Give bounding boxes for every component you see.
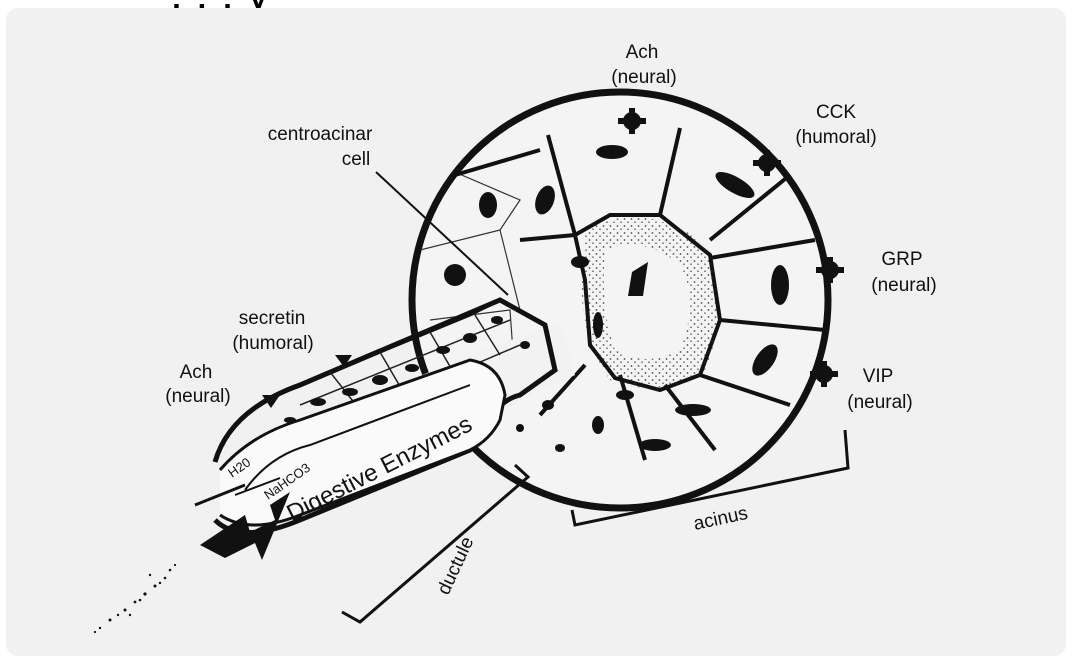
ach-left-label: Ach (180, 362, 213, 383)
grp-type: (neural) (871, 275, 936, 296)
ach-top-type: (neural) (611, 67, 676, 88)
secretin-type: (humoral) (232, 333, 313, 354)
secretin-label: secretin (239, 308, 306, 329)
grp-label: GRP (881, 249, 922, 270)
ductule-label: ductule (433, 534, 478, 598)
acinus-label: acinus (692, 503, 750, 535)
centroacinar-label: centroacinar (268, 124, 373, 145)
ach-top-label: Ach (626, 42, 659, 63)
centroacinar-label-2: cell (342, 149, 371, 170)
secretion-spray (94, 564, 176, 633)
vip-type: (neural) (847, 392, 912, 413)
ach-left-type: (neural) (165, 386, 230, 407)
cck-type: (humoral) (795, 127, 876, 148)
cck-label: CCK (816, 102, 856, 123)
vip-label: VIP (863, 366, 894, 387)
